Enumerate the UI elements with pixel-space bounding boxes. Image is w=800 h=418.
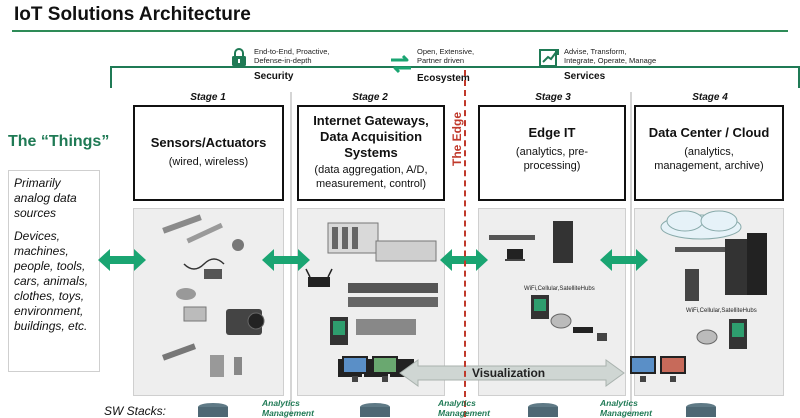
sw-stacks-label: SW Stacks: [104,404,167,418]
datacenter-cloud-illustration [660,210,767,349]
bidirectional-arrow-icon [262,249,310,271]
ecosystem-pillar [388,54,414,79]
things-line: Devices, [14,229,61,243]
growth-chart-icon [539,49,559,67]
stage-2-title-line: Data Acquisition [319,129,423,144]
ecosystem-desc-line: Open, Extensive, [417,47,475,56]
analytics-label-line: Management [262,408,314,418]
stage-2-devices-panel [297,208,445,396]
edge-it-illustration [489,221,607,341]
services-desc-line: Advise, Transform, [564,47,627,56]
padlock-icon [232,48,246,66]
things-line: analog data [14,191,77,205]
sensors-illustration [161,214,265,377]
stage-1-box: Sensors/Actuators (wired, wireless) [133,105,284,201]
visualization-label: Visualization [472,366,546,380]
things-line: sources [14,206,57,220]
edge-label: The Edge [450,111,464,166]
stage-2-subtitle-line: (data aggregation, A/D, [314,164,428,176]
things-line: people, tools, [14,259,86,273]
security-label: Security [254,71,294,82]
stage-3-title: Edge IT [528,125,576,140]
things-line: Primarily [14,176,61,190]
monitors-icon [342,356,398,382]
things-line: environment, [14,304,84,318]
stage-3-box: Edge IT (analytics, pre- processing) [478,105,626,201]
things-spacer [14,221,88,229]
analytics-label-line: Management [438,408,490,418]
stage-4-subtitle: (analytics, management, archive) [636,145,782,173]
visualization-arrow [399,359,625,387]
analytics-label-line: Analytics [438,398,476,408]
database-icon [360,403,390,417]
stage-3-label: Stage 3 [535,92,571,103]
stage-3-devices-panel [478,208,626,396]
pillars-bracket [110,66,800,88]
gateways-illustration [305,222,438,377]
things-heading: The “Things” [8,133,110,150]
database-icon [528,403,558,417]
stage-3-subtitle-line: processing) [523,160,581,172]
things-line: clothes, toys, [14,289,85,303]
stage-divider [290,92,292,417]
security-description: End-to-End, Proactive, Defense-in-depth [254,47,329,65]
ecosystem-label: Ecosystem [417,73,470,84]
stage-3-subtitle-line: (analytics, pre- [515,146,589,158]
stage-4-box: Data Center / Cloud (analytics, manageme… [634,105,784,201]
stage-1-devices-panel [133,208,284,396]
stage-2-title-line: Systems [344,145,398,160]
security-pillar [228,46,250,73]
stage-2-title: Internet Gateways, Data Acquisition Syst… [299,113,443,161]
stage-4-devices-panel [634,208,784,396]
stage-4-subtitle-line: (analytics, [684,146,734,158]
title-underline [12,30,788,32]
stage-2-title-line: Internet Gateways, [313,113,429,128]
analytics-management-label: Analytics Management [600,398,652,418]
stage-divider [630,92,632,417]
stage-2-subtitle-line: measurement, control) [315,178,427,190]
analytics-label-line: Analytics [262,398,300,408]
connectivity-label: WiFi,Cellular,SatelliteHubs [524,286,595,292]
stage-1-label: Stage 1 [190,92,226,103]
things-line: cars, animals, [14,274,89,288]
database-icon [198,403,228,417]
things-line: machines, [14,244,69,258]
stage-1-title: Sensors/Actuators [150,135,267,150]
services-desc-line: Integrate, Operate, Manage [564,56,657,65]
analytics-label-line: Analytics [600,398,638,408]
services-description: Advise, Transform, Integrate, Operate, M… [564,47,656,65]
stage-2-box: Internet Gateways, Data Acquisition Syst… [297,105,445,201]
analytics-management-label: Analytics Management [438,398,490,418]
bidirectional-arrow-icon [98,249,146,271]
edge-boundary-line [464,70,466,417]
database-icon [686,403,716,417]
page-title: IoT Solutions Architecture [14,4,251,25]
connectivity-label: WiFi,Cellular,SatelliteHubs [686,308,757,314]
analytics-management-label: Analytics Management [262,398,314,418]
handshake-arrows-icon [391,54,411,74]
things-line: buildings, etc. [14,319,88,333]
stage-4-title: Data Center / Cloud [648,125,770,140]
monitors-icon [630,356,686,382]
stage-4-subtitle-line: management, archive) [654,160,764,172]
stage-2-label: Stage 2 [352,92,388,103]
stage-3-subtitle: (analytics, pre- processing) [480,145,624,173]
security-desc-line: End-to-End, Proactive, [254,47,330,56]
services-pillar [538,46,560,73]
services-label: Services [564,71,606,82]
analytics-label-line: Management [600,408,652,418]
stage-1-subtitle: (wired, wireless) [168,156,249,168]
security-desc-line: Defense-in-depth [254,56,312,65]
bidirectional-arrow-icon [600,249,648,271]
things-box [8,170,100,372]
ecosystem-description: Open, Extensive, Partner driven [417,47,474,65]
stage-4-label: Stage 4 [692,92,728,103]
stage-2-subtitle: (data aggregation, A/D, measurement, con… [299,163,443,191]
things-description: Primarily analog data sources Devices, m… [14,176,88,334]
ecosystem-desc-line: Partner driven [417,56,465,65]
